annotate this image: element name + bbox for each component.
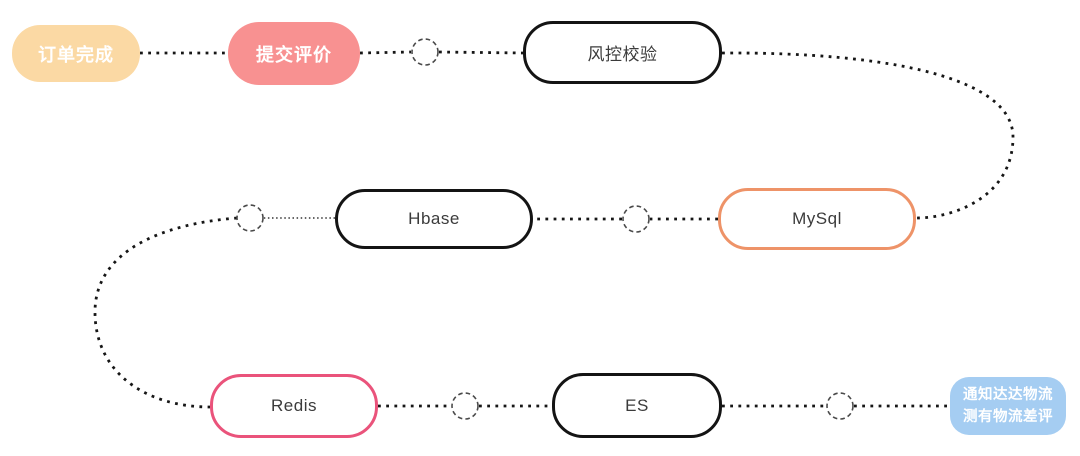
checkpoint-circle-4 <box>451 392 479 420</box>
node-mysql: MySql <box>718 188 916 250</box>
checkpoint-circle-5 <box>826 392 854 420</box>
edge-review-to-checkpoint <box>359 50 412 55</box>
node-notify-logistics: 通知达达物流 测有物流差评 <box>950 377 1066 435</box>
node-notify-logistics-label: 通知达达物流 测有物流差评 <box>963 384 1053 429</box>
node-submit-review: 提交评价 <box>228 22 360 85</box>
node-es-label: ES <box>625 395 649 415</box>
notify-label-line1: 通知达达物流 <box>963 386 1053 403</box>
edge-checkpoint-to-redis-curve <box>93 216 238 409</box>
edge-checkpoint-to-risk <box>438 50 524 55</box>
node-redis-label: Redis <box>271 396 317 415</box>
node-hbase-label: Hbase <box>408 209 460 228</box>
checkpoint-circle-1 <box>411 38 439 66</box>
node-order-complete: 订单完成 <box>12 25 140 82</box>
node-redis: Redis <box>210 374 378 438</box>
edge-risk-to-mysql-curve <box>721 51 1015 220</box>
checkpoint-circle-2 <box>236 204 264 232</box>
notify-label-line2: 测有物流差评 <box>963 409 1053 425</box>
node-mysql-label: MySql <box>792 209 842 228</box>
node-submit-review-label: 提交评价 <box>256 44 332 65</box>
checkpoint-circle-3 <box>622 205 650 233</box>
node-es: ES <box>552 373 722 438</box>
node-order-complete-label: 订单完成 <box>38 44 114 65</box>
node-risk-check-label: 风控校验 <box>587 45 658 64</box>
node-hbase: Hbase <box>335 189 533 249</box>
node-risk-check: 风控校验 <box>523 21 722 84</box>
